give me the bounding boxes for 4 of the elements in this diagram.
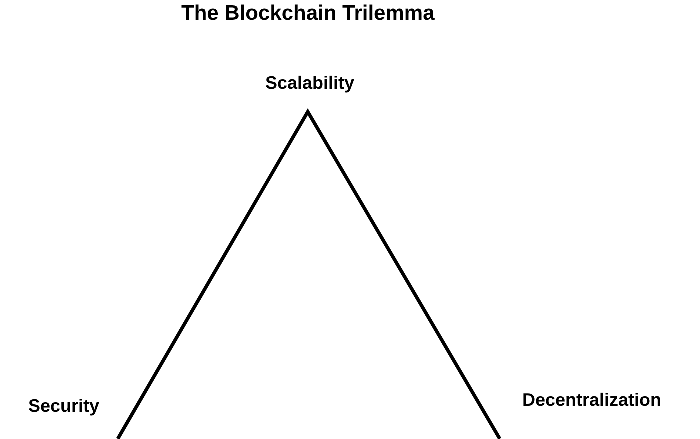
vertex-label: Security bbox=[28, 397, 100, 417]
vertex-label: Scalability bbox=[266, 74, 355, 94]
diagram-title: The Blockchain Trilemma bbox=[182, 2, 435, 26]
vertex-label: Decentralization bbox=[522, 391, 662, 411]
